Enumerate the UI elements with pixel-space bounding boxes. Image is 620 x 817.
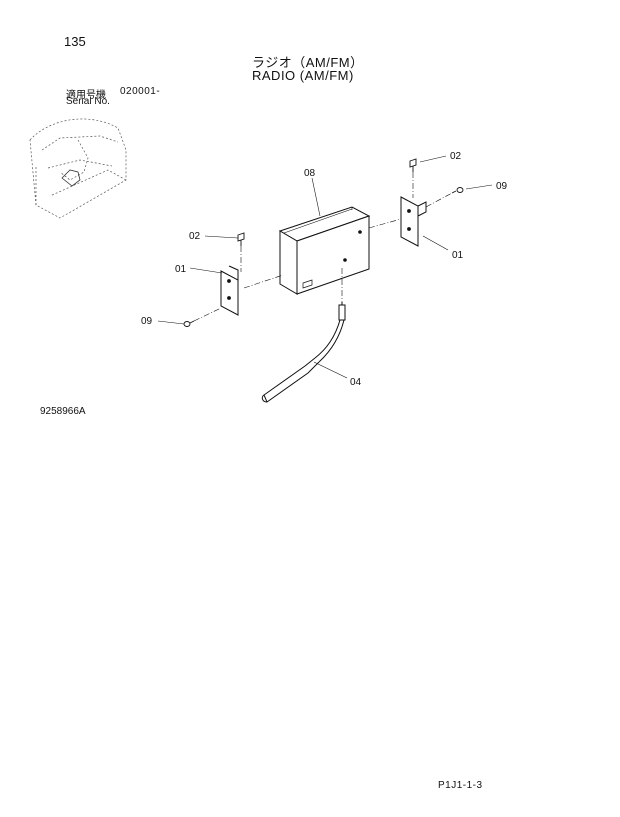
sheet-reference: P1J1-1-3	[438, 780, 483, 791]
callout-01-right: 01	[452, 250, 464, 261]
bracket-left	[220, 265, 239, 316]
screw-right	[409, 158, 417, 172]
antenna-cable	[261, 302, 346, 403]
title-japanese: ラジオ（AM/FM）	[252, 55, 364, 70]
mounting-phantom-lines	[193, 172, 453, 322]
cab-locator-detail	[61, 169, 81, 187]
leader-lines	[157, 155, 493, 379]
callout-02-right: 02	[450, 151, 462, 162]
callout-09-left: 09	[141, 316, 153, 327]
drawing-number: 9258966A	[40, 406, 86, 417]
serial-label-english: Serial No.	[66, 96, 110, 107]
cab-locator-thumbnail	[29, 118, 127, 219]
title-english: RADIO (AM/FM)	[252, 68, 354, 83]
screw-left	[237, 232, 245, 246]
callout-02-left: 02	[189, 231, 201, 242]
callout-08: 08	[304, 168, 316, 179]
bracket-right	[400, 196, 427, 247]
serial-number-value: 020001-	[120, 86, 161, 97]
callout-01-left: 01	[175, 264, 187, 275]
page-number: 135	[64, 34, 86, 49]
bolt-right	[451, 187, 464, 194]
bolt-left	[183, 320, 195, 327]
callout-09-right: 09	[496, 181, 508, 192]
serial-label-japanese: 適用号機	[66, 90, 106, 101]
callout-04: 04	[350, 377, 362, 388]
radio-unit	[278, 206, 371, 295]
